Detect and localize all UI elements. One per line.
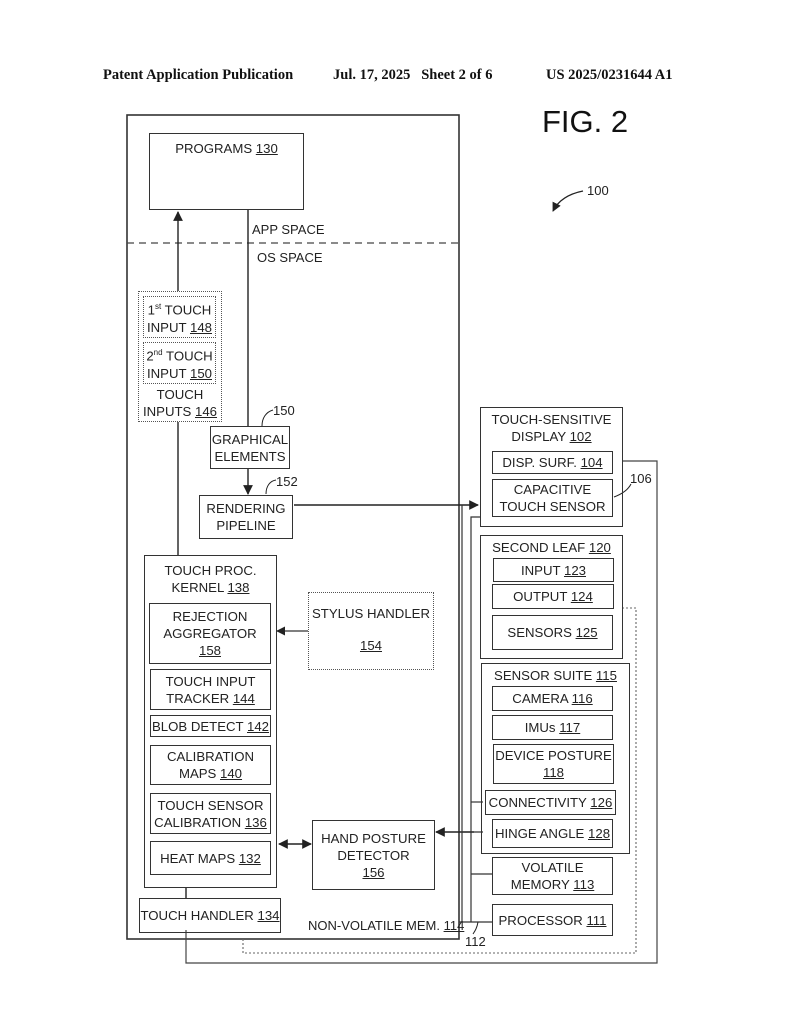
first-touch-input-block[interactable]: 1st TOUCH INPUT 148 bbox=[143, 296, 216, 338]
imus-block[interactable]: IMUs 117 bbox=[492, 715, 613, 740]
heat-maps-block[interactable]: HEAT MAPS 132 bbox=[150, 841, 271, 875]
non-volatile-memory-label: NON-VOLATILE MEM. 114 bbox=[308, 918, 465, 933]
figure-title: FIG. 2 bbox=[542, 104, 629, 139]
blob-detect-block[interactable]: BLOB DETECT 142 bbox=[150, 715, 271, 737]
processor-block[interactable]: PROCESSOR 111 bbox=[492, 904, 613, 936]
system-ref-label: 100 bbox=[587, 183, 609, 198]
graphical-elements-block[interactable]: GRAPHICAL ELEMENTS bbox=[210, 426, 290, 469]
connectivity-block[interactable]: CONNECTIVITY 126 bbox=[485, 790, 616, 815]
second-touch-input-block[interactable]: 2nd TOUCH INPUT 150 bbox=[143, 342, 216, 384]
touch-handler-block[interactable]: TOUCH HANDLER 134 bbox=[139, 898, 281, 933]
programs-block[interactable]: PROGRAMS 130 bbox=[149, 133, 304, 210]
bus-line-inner bbox=[470, 516, 480, 922]
touch-sensor-calibration-block[interactable]: TOUCH SENSOR CALIBRATION 136 bbox=[150, 793, 271, 834]
sensors-block[interactable]: SENSORS 125 bbox=[492, 615, 613, 650]
app-space-label: APP SPACE bbox=[252, 222, 325, 237]
hinge-angle-block[interactable]: HINGE ANGLE 128 bbox=[492, 819, 613, 848]
rendering-pipeline-block[interactable]: RENDERING PIPELINE bbox=[199, 495, 293, 539]
date-sheet: Jul. 17, 2025 Sheet 2 of 6 bbox=[333, 67, 493, 83]
touch-proc-kernel-block[interactable]: TOUCH PROC. KERNEL 138 REJECTION AGGREGA… bbox=[144, 555, 277, 888]
volatile-memory-block[interactable]: VOLATILE MEMORY 113 bbox=[492, 857, 613, 895]
output-block[interactable]: OUTPUT 124 bbox=[492, 584, 614, 609]
stylus-handler-block[interactable]: STYLUS HANDLER 154 bbox=[308, 592, 434, 670]
patent-number: US 2025/0231644 A1 bbox=[546, 67, 673, 83]
hand-posture-detector-block[interactable]: HAND POSTURE DETECTOR 156 bbox=[312, 820, 435, 890]
callout-106: 106 bbox=[630, 471, 652, 486]
capacitive-touch-sensor-block[interactable]: CAPACITIVE TOUCH SENSOR bbox=[492, 479, 613, 517]
os-space-label: OS SPACE bbox=[257, 250, 323, 265]
camera-block[interactable]: CAMERA 116 bbox=[492, 686, 613, 711]
device-posture-block[interactable]: DEVICE POSTURE 118 bbox=[493, 744, 614, 784]
calibration-maps-block[interactable]: CALIBRATION MAPS 140 bbox=[150, 745, 271, 785]
touch-input-tracker-block[interactable]: TOUCH INPUT TRACKER 144 bbox=[150, 669, 271, 710]
publication-label: Patent Application Publication bbox=[103, 67, 294, 83]
display-surface-block[interactable]: DISP. SURF. 104 bbox=[492, 451, 613, 474]
callout-152: 152 bbox=[276, 474, 298, 489]
rejection-aggregator-block[interactable]: REJECTION AGGREGATOR 158 bbox=[149, 603, 271, 664]
sensor-suite-block[interactable]: SENSOR SUITE 115 CAMERA 116 IMUs 117 DEV… bbox=[481, 663, 630, 854]
touch-inputs-block[interactable]: 1st TOUCH INPUT 148 2nd TOUCH INPUT 150 … bbox=[138, 291, 222, 422]
second-leaf-block[interactable]: SECOND LEAF 120 INPUT 123 OUTPUT 124 SEN… bbox=[480, 535, 623, 659]
callout-150: 150 bbox=[273, 403, 295, 418]
callout-152-leader bbox=[265, 479, 277, 495]
callout-100-arrow bbox=[552, 190, 584, 212]
callout-112: 112 bbox=[465, 934, 486, 949]
input-block[interactable]: INPUT 123 bbox=[493, 558, 614, 582]
callout-112-leader bbox=[472, 921, 479, 935]
callout-150-leader bbox=[261, 409, 274, 427]
touch-inputs-label: TOUCH INPUTS 146 bbox=[142, 387, 218, 419]
touch-sensitive-display-block[interactable]: TOUCH-SENSITIVE DISPLAY 102 DISP. SURF. … bbox=[480, 407, 623, 527]
